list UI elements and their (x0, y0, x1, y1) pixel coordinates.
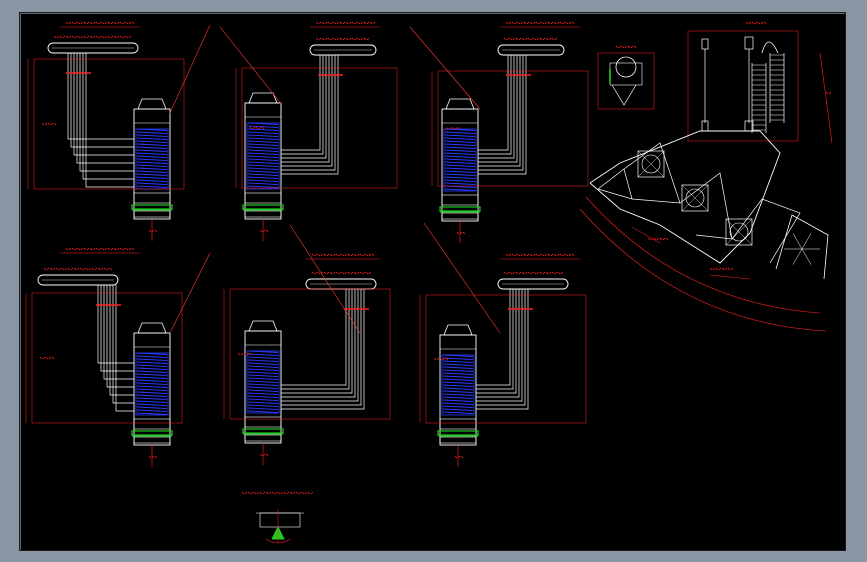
annotation-text (249, 126, 265, 130)
annotation-text (315, 37, 370, 41)
header-manifold (47, 42, 139, 54)
header-manifold (309, 44, 377, 56)
annotation-text (745, 21, 767, 25)
annotation-text (825, 91, 832, 95)
annotation-text (39, 356, 55, 360)
view-title-leader (500, 253, 580, 260)
annotation-text (433, 357, 449, 361)
bottom-detail-view (241, 491, 314, 544)
annotation-text (65, 21, 135, 25)
annotation-text (259, 453, 269, 457)
drawing-sheet (19, 12, 846, 551)
header-manifold (497, 44, 565, 56)
equipment-view-3 (25, 252, 211, 467)
annotation-text (505, 253, 575, 257)
annotation-text (148, 455, 158, 459)
header-manifold (497, 278, 569, 290)
annotation-text (709, 267, 734, 271)
stair-elevation-view (687, 21, 833, 144)
view-title-leader (310, 21, 380, 28)
annotation-text (65, 247, 135, 251)
annotation-text (311, 253, 375, 257)
small-detail-view (597, 45, 655, 110)
equipment-view-0 (27, 24, 211, 241)
equipment-view-1 (219, 26, 398, 241)
cad-drawing-canvas (25, 21, 833, 544)
equipment-view-5 (419, 222, 587, 467)
annotation-text (615, 45, 637, 49)
annotation-text (647, 237, 669, 241)
annotation-text (315, 21, 376, 25)
view-title-leader (306, 253, 380, 260)
view-title-leader (500, 21, 580, 28)
equipment-view-2 (409, 26, 589, 243)
annotation-text (259, 229, 269, 233)
header-manifold (37, 274, 119, 286)
view-title-leader (60, 21, 140, 28)
annotation-text (148, 229, 158, 233)
annotation-text (505, 21, 575, 25)
view-title-leader (60, 247, 140, 254)
annotation-text (43, 267, 113, 271)
annotation-text (456, 231, 466, 235)
annotation-text (445, 127, 461, 130)
annotation-text (503, 271, 564, 275)
annotation-text (241, 491, 314, 495)
plan-view (579, 130, 829, 332)
annotation-text (311, 271, 372, 275)
annotation-text (454, 455, 464, 459)
annotation-text (53, 35, 132, 39)
annotation-text (41, 122, 57, 126)
annotation-text (237, 352, 253, 356)
annotation-text (503, 37, 558, 41)
equipment-view-4 (223, 224, 391, 465)
